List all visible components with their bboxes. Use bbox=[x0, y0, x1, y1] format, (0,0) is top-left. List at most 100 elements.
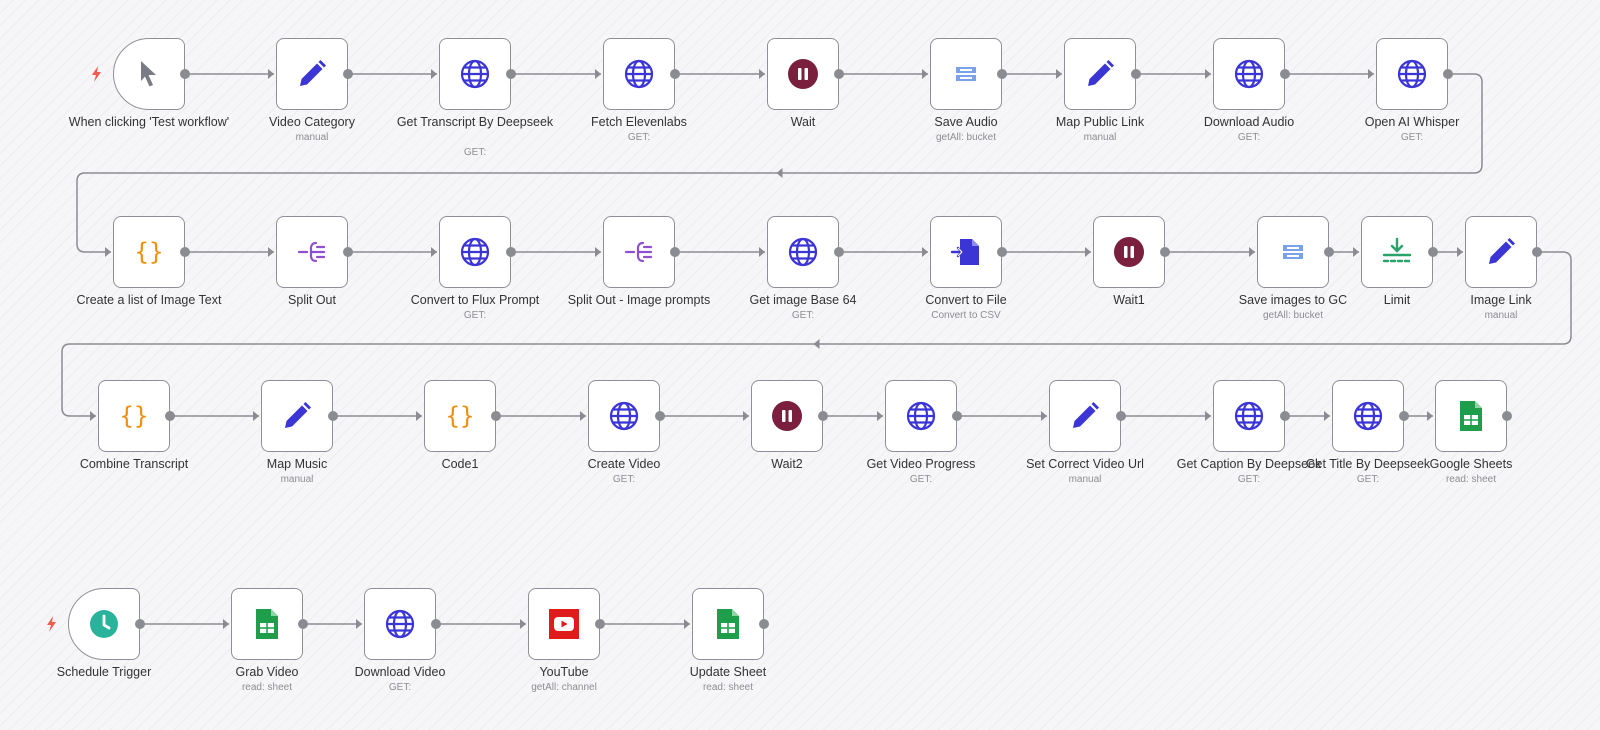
node-create-a-list-of-image-text[interactable]: {} bbox=[113, 216, 185, 288]
node-set-correct-video-url[interactable] bbox=[1049, 380, 1121, 452]
node-code1[interactable]: {} bbox=[424, 380, 496, 452]
output-port[interactable] bbox=[834, 247, 844, 257]
output-port[interactable] bbox=[506, 247, 516, 257]
globe-icon bbox=[380, 604, 420, 644]
code-icon: {} bbox=[440, 396, 480, 436]
connection-arrow bbox=[580, 411, 586, 421]
output-port[interactable] bbox=[180, 247, 190, 257]
node-image-link[interactable] bbox=[1465, 216, 1537, 288]
sheets-icon bbox=[1451, 396, 1491, 436]
output-port[interactable] bbox=[997, 247, 1007, 257]
output-port[interactable] bbox=[1443, 69, 1453, 79]
node-get-video-progress[interactable] bbox=[885, 380, 957, 452]
connection-arrow bbox=[743, 411, 749, 421]
node-label: Get Transcript By Deepseek bbox=[396, 115, 554, 129]
output-port[interactable] bbox=[1160, 247, 1170, 257]
limit-icon bbox=[1377, 232, 1417, 272]
node-download-audio[interactable] bbox=[1213, 38, 1285, 110]
code-icon: {} bbox=[129, 232, 169, 272]
node-when-clicking-test-workflow[interactable] bbox=[113, 38, 185, 110]
node-grab-video[interactable] bbox=[231, 588, 303, 660]
output-port[interactable] bbox=[343, 69, 353, 79]
output-port[interactable] bbox=[180, 69, 190, 79]
node-label: Convert to Flux Prompt bbox=[410, 293, 540, 307]
node-limit[interactable] bbox=[1361, 216, 1433, 288]
output-port[interactable] bbox=[834, 69, 844, 79]
node-label: Convert to File bbox=[925, 293, 1007, 307]
output-port[interactable] bbox=[343, 247, 353, 257]
node-save-audio[interactable] bbox=[930, 38, 1002, 110]
connection-arrow bbox=[595, 247, 601, 257]
output-port[interactable] bbox=[1131, 69, 1141, 79]
output-port[interactable] bbox=[818, 411, 828, 421]
node-video-category[interactable] bbox=[276, 38, 348, 110]
node-subtitle: manual bbox=[1083, 132, 1117, 143]
node-get-transcript-by-deepseek[interactable] bbox=[439, 38, 511, 110]
node-split-out-image-prompts[interactable] bbox=[603, 216, 675, 288]
svg-text:{}: {} bbox=[446, 402, 475, 430]
connection-arrow bbox=[922, 247, 928, 257]
node-convert-to-file[interactable] bbox=[930, 216, 1002, 288]
node-youtube[interactable] bbox=[528, 588, 600, 660]
code-icon: {} bbox=[114, 396, 154, 436]
globe-icon bbox=[901, 396, 941, 436]
output-port[interactable] bbox=[655, 411, 665, 421]
output-port[interactable] bbox=[1280, 69, 1290, 79]
output-port[interactable] bbox=[1116, 411, 1126, 421]
node-label: Map Music bbox=[266, 457, 328, 471]
output-port[interactable] bbox=[328, 411, 338, 421]
node-map-public-link[interactable] bbox=[1064, 38, 1136, 110]
node-save-images-to-gc[interactable] bbox=[1257, 216, 1329, 288]
output-port[interactable] bbox=[670, 69, 680, 79]
node-map-music[interactable] bbox=[261, 380, 333, 452]
output-port[interactable] bbox=[1399, 411, 1409, 421]
split-icon bbox=[292, 232, 332, 272]
connection-arrow bbox=[813, 339, 820, 349]
node-download-video[interactable] bbox=[364, 588, 436, 660]
node-create-video[interactable] bbox=[588, 380, 660, 452]
node-get-image-base-64[interactable] bbox=[767, 216, 839, 288]
pause-icon bbox=[1109, 232, 1149, 272]
node-schedule-trigger[interactable] bbox=[68, 588, 140, 660]
node-fetch-elevenlabs[interactable] bbox=[603, 38, 675, 110]
connection-arrow bbox=[1353, 247, 1359, 257]
node-wait[interactable] bbox=[767, 38, 839, 110]
output-port[interactable] bbox=[670, 247, 680, 257]
output-port[interactable] bbox=[298, 619, 308, 629]
node-label: Image Link bbox=[1470, 293, 1532, 307]
output-port[interactable] bbox=[1280, 411, 1290, 421]
connection-arrow bbox=[759, 69, 765, 79]
output-port[interactable] bbox=[1324, 247, 1334, 257]
node-combine-transcript[interactable]: {} bbox=[98, 380, 170, 452]
node-get-title-by-deepseek[interactable] bbox=[1332, 380, 1404, 452]
output-port[interactable] bbox=[431, 619, 441, 629]
output-port[interactable] bbox=[1532, 247, 1542, 257]
cursor-icon bbox=[129, 54, 169, 94]
output-port[interactable] bbox=[135, 619, 145, 629]
output-port[interactable] bbox=[491, 411, 501, 421]
connection-arrow bbox=[776, 168, 783, 178]
output-port[interactable] bbox=[1502, 411, 1512, 421]
output-port[interactable] bbox=[759, 619, 769, 629]
output-port[interactable] bbox=[595, 619, 605, 629]
node-open-ai-whisper[interactable] bbox=[1376, 38, 1448, 110]
node-get-caption-by-deepseek[interactable] bbox=[1213, 380, 1285, 452]
node-split-out[interactable] bbox=[276, 216, 348, 288]
output-port[interactable] bbox=[165, 411, 175, 421]
output-port[interactable] bbox=[997, 69, 1007, 79]
node-subtitle: GET: bbox=[612, 474, 636, 485]
output-port[interactable] bbox=[952, 411, 962, 421]
node-wait1[interactable] bbox=[1093, 216, 1165, 288]
node-label: Update Sheet bbox=[689, 665, 767, 679]
node-wait2[interactable] bbox=[751, 380, 823, 452]
output-port[interactable] bbox=[1428, 247, 1438, 257]
output-port[interactable] bbox=[506, 69, 516, 79]
file-convert-icon bbox=[946, 232, 986, 272]
globe-icon bbox=[619, 54, 659, 94]
node-google-sheets[interactable] bbox=[1435, 380, 1507, 452]
node-subtitle: GET: bbox=[1400, 132, 1424, 143]
node-update-sheet[interactable] bbox=[692, 588, 764, 660]
pause-icon bbox=[783, 54, 823, 94]
node-convert-to-flux-prompt[interactable] bbox=[439, 216, 511, 288]
